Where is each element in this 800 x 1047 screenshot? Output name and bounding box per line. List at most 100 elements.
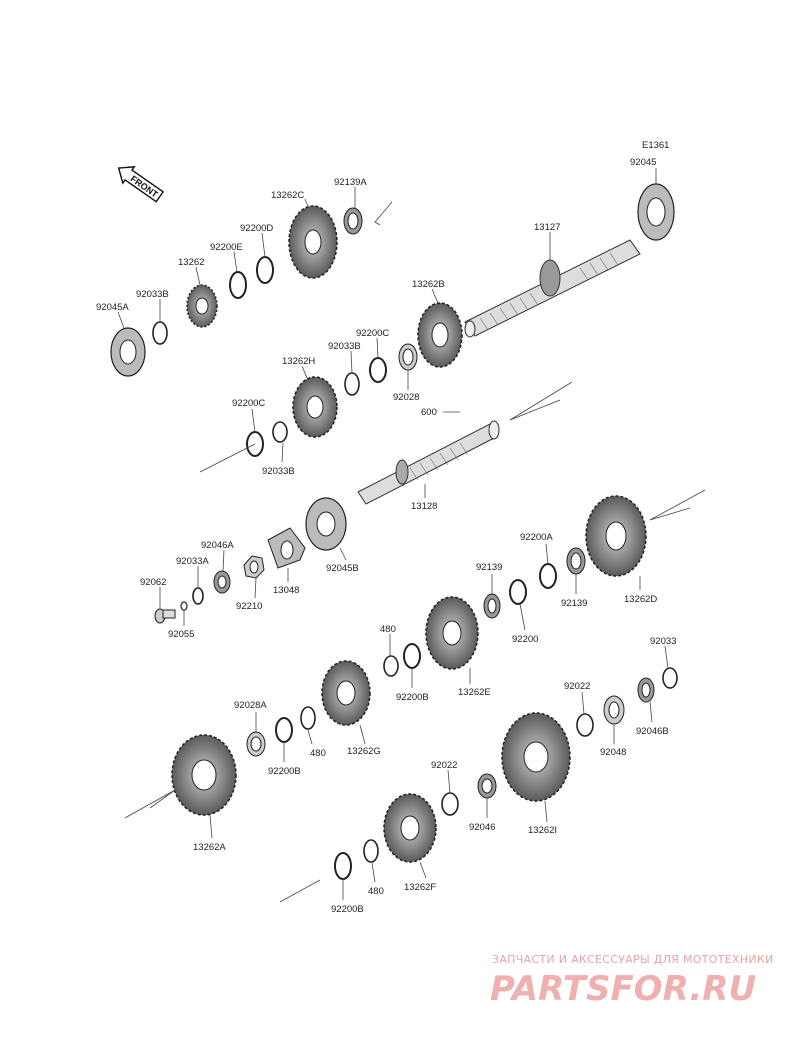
- needle-bearing-92139-a[interactable]: [483, 593, 501, 619]
- washer-92055[interactable]: [180, 601, 188, 611]
- label-13262F: 13262F: [404, 882, 436, 893]
- label-92046: 92046: [469, 822, 495, 833]
- gear-13262I[interactable]: [501, 712, 571, 802]
- label-92033B-mid: 92033B: [328, 341, 361, 352]
- washer-92200B-a[interactable]: [403, 643, 421, 669]
- bearing-92045B[interactable]: [305, 497, 347, 551]
- label-92033: 92033: [650, 636, 676, 647]
- nut-92210[interactable]: [243, 555, 265, 579]
- circlip-480-c[interactable]: [363, 839, 379, 863]
- label-13262E: 13262E: [458, 687, 491, 698]
- needle-bearing-92139-b[interactable]: [566, 547, 586, 575]
- gear-13262E[interactable]: [425, 596, 479, 670]
- washer-92200E[interactable]: [229, 271, 247, 299]
- label-92028A: 92028A: [234, 700, 267, 711]
- label-13262I: 13262I: [528, 825, 557, 836]
- watermark-brand: PARTSFOR.RU: [490, 969, 756, 1009]
- label-92033A: 92033A: [176, 556, 209, 567]
- label-600: 600: [421, 407, 437, 418]
- label-92139-b: 92139: [561, 598, 587, 609]
- leader-lines: [117, 168, 669, 900]
- label-13262H: 13262H: [282, 356, 315, 367]
- washer-92200A[interactable]: [539, 563, 557, 589]
- label-13262D: 13262D: [624, 594, 657, 605]
- label-480-a: 480: [380, 624, 396, 635]
- label-92055: 92055: [168, 629, 194, 640]
- circlip-92033A[interactable]: [192, 587, 204, 605]
- label-92033B-top: 92033B: [136, 289, 169, 300]
- bearing-92045A[interactable]: [110, 327, 146, 377]
- shaft-13127[interactable]: [464, 239, 641, 338]
- label-92139-a: 92139: [476, 562, 502, 573]
- washer-92200B-b[interactable]: [275, 717, 293, 743]
- circlip-92033B-low[interactable]: [272, 421, 288, 443]
- label-92045A: 92045A: [96, 302, 129, 313]
- label-13262G: 13262G: [347, 746, 381, 757]
- shaft-13128[interactable]: [357, 420, 500, 505]
- washer-92200D[interactable]: [256, 256, 274, 284]
- label-92210: 92210: [236, 601, 262, 612]
- gear-13262[interactable]: [186, 284, 218, 328]
- gear-13262G[interactable]: [321, 660, 371, 726]
- label-92022-a: 92022: [564, 681, 590, 692]
- label-92046A: 92046A: [201, 540, 234, 551]
- watermark: ЗАПЧАСТИ И АКСЕССУАРЫ ДЛЯ МОТОТЕХНИКИ PA…: [490, 953, 774, 1009]
- circlip-92033B-top[interactable]: [152, 321, 168, 345]
- label-92200E: 92200E: [210, 242, 243, 253]
- label-92200D: 92200D: [240, 223, 273, 234]
- needle-bearing-92046A[interactable]: [213, 570, 231, 594]
- label-92139A: 92139A: [334, 177, 367, 188]
- label-13262: 13262: [178, 257, 204, 268]
- label-92200B-b: 92200B: [268, 766, 301, 777]
- washer-92022-b[interactable]: [441, 792, 459, 816]
- label-92062: 92062: [140, 577, 166, 588]
- label-92028: 92028: [393, 392, 419, 403]
- circlip-480-a[interactable]: [383, 655, 399, 677]
- front-arrow-icon: FRONT: [117, 165, 165, 203]
- bushing-92048[interactable]: [603, 695, 625, 725]
- label-92046B: 92046B: [636, 726, 669, 737]
- bushing-92028[interactable]: [398, 343, 418, 371]
- label-92022-b: 92022: [431, 760, 457, 771]
- label-13048: 13048: [273, 585, 299, 596]
- gear-13262D[interactable]: [585, 495, 647, 577]
- washer-92200B-c[interactable]: [334, 852, 352, 880]
- watermark-tagline: ЗАПЧАСТИ И АКСЕССУАРЫ ДЛЯ МОТОТЕХНИКИ: [492, 953, 774, 966]
- label-13127: 13127: [534, 222, 560, 233]
- label-92048: 92048: [600, 747, 626, 758]
- circlip-92033[interactable]: [662, 667, 678, 689]
- needle-bearing-92139A[interactable]: [343, 207, 363, 235]
- label-92200B-c: 92200B: [331, 904, 364, 915]
- label-92033B-low: 92033B: [262, 466, 295, 477]
- gear-13262F[interactable]: [383, 793, 437, 863]
- needle-bearing-92046[interactable]: [477, 773, 497, 799]
- label-13262C: 13262C: [271, 190, 304, 201]
- bearing-92045[interactable]: [637, 183, 675, 241]
- label-13262B: 13262B: [412, 279, 445, 290]
- label-92200B-a: 92200B: [396, 692, 429, 703]
- label-92045B: 92045B: [326, 563, 359, 574]
- washer-92022-a[interactable]: [576, 713, 594, 737]
- circlip-92033B-mid[interactable]: [344, 372, 360, 396]
- label-92200A: 92200A: [520, 532, 553, 543]
- gear-13262H[interactable]: [292, 376, 338, 438]
- label-13262A: 13262A: [193, 842, 226, 853]
- holder-13048[interactable]: [267, 527, 306, 569]
- washer-92200C-top[interactable]: [369, 357, 387, 383]
- label-92200: 92200: [512, 634, 538, 645]
- circlip-480-b[interactable]: [300, 706, 316, 730]
- gear-13262B[interactable]: [417, 302, 463, 368]
- gear-13262C[interactable]: [288, 205, 338, 279]
- label-92045: 92045: [630, 157, 656, 168]
- bushing-92028A[interactable]: [246, 731, 266, 757]
- label-92200C-left: 92200C: [232, 398, 265, 409]
- bolt-92062[interactable]: [154, 608, 176, 624]
- washer-92200[interactable]: [509, 579, 527, 605]
- label-92200C-top: 92200C: [356, 328, 389, 339]
- diagram-ref-code: E1361: [642, 140, 669, 151]
- label-480-b: 480: [310, 748, 326, 759]
- needle-bearing-92046B[interactable]: [637, 677, 655, 703]
- label-480-c: 480: [368, 886, 384, 897]
- gear-13262A[interactable]: [171, 734, 237, 816]
